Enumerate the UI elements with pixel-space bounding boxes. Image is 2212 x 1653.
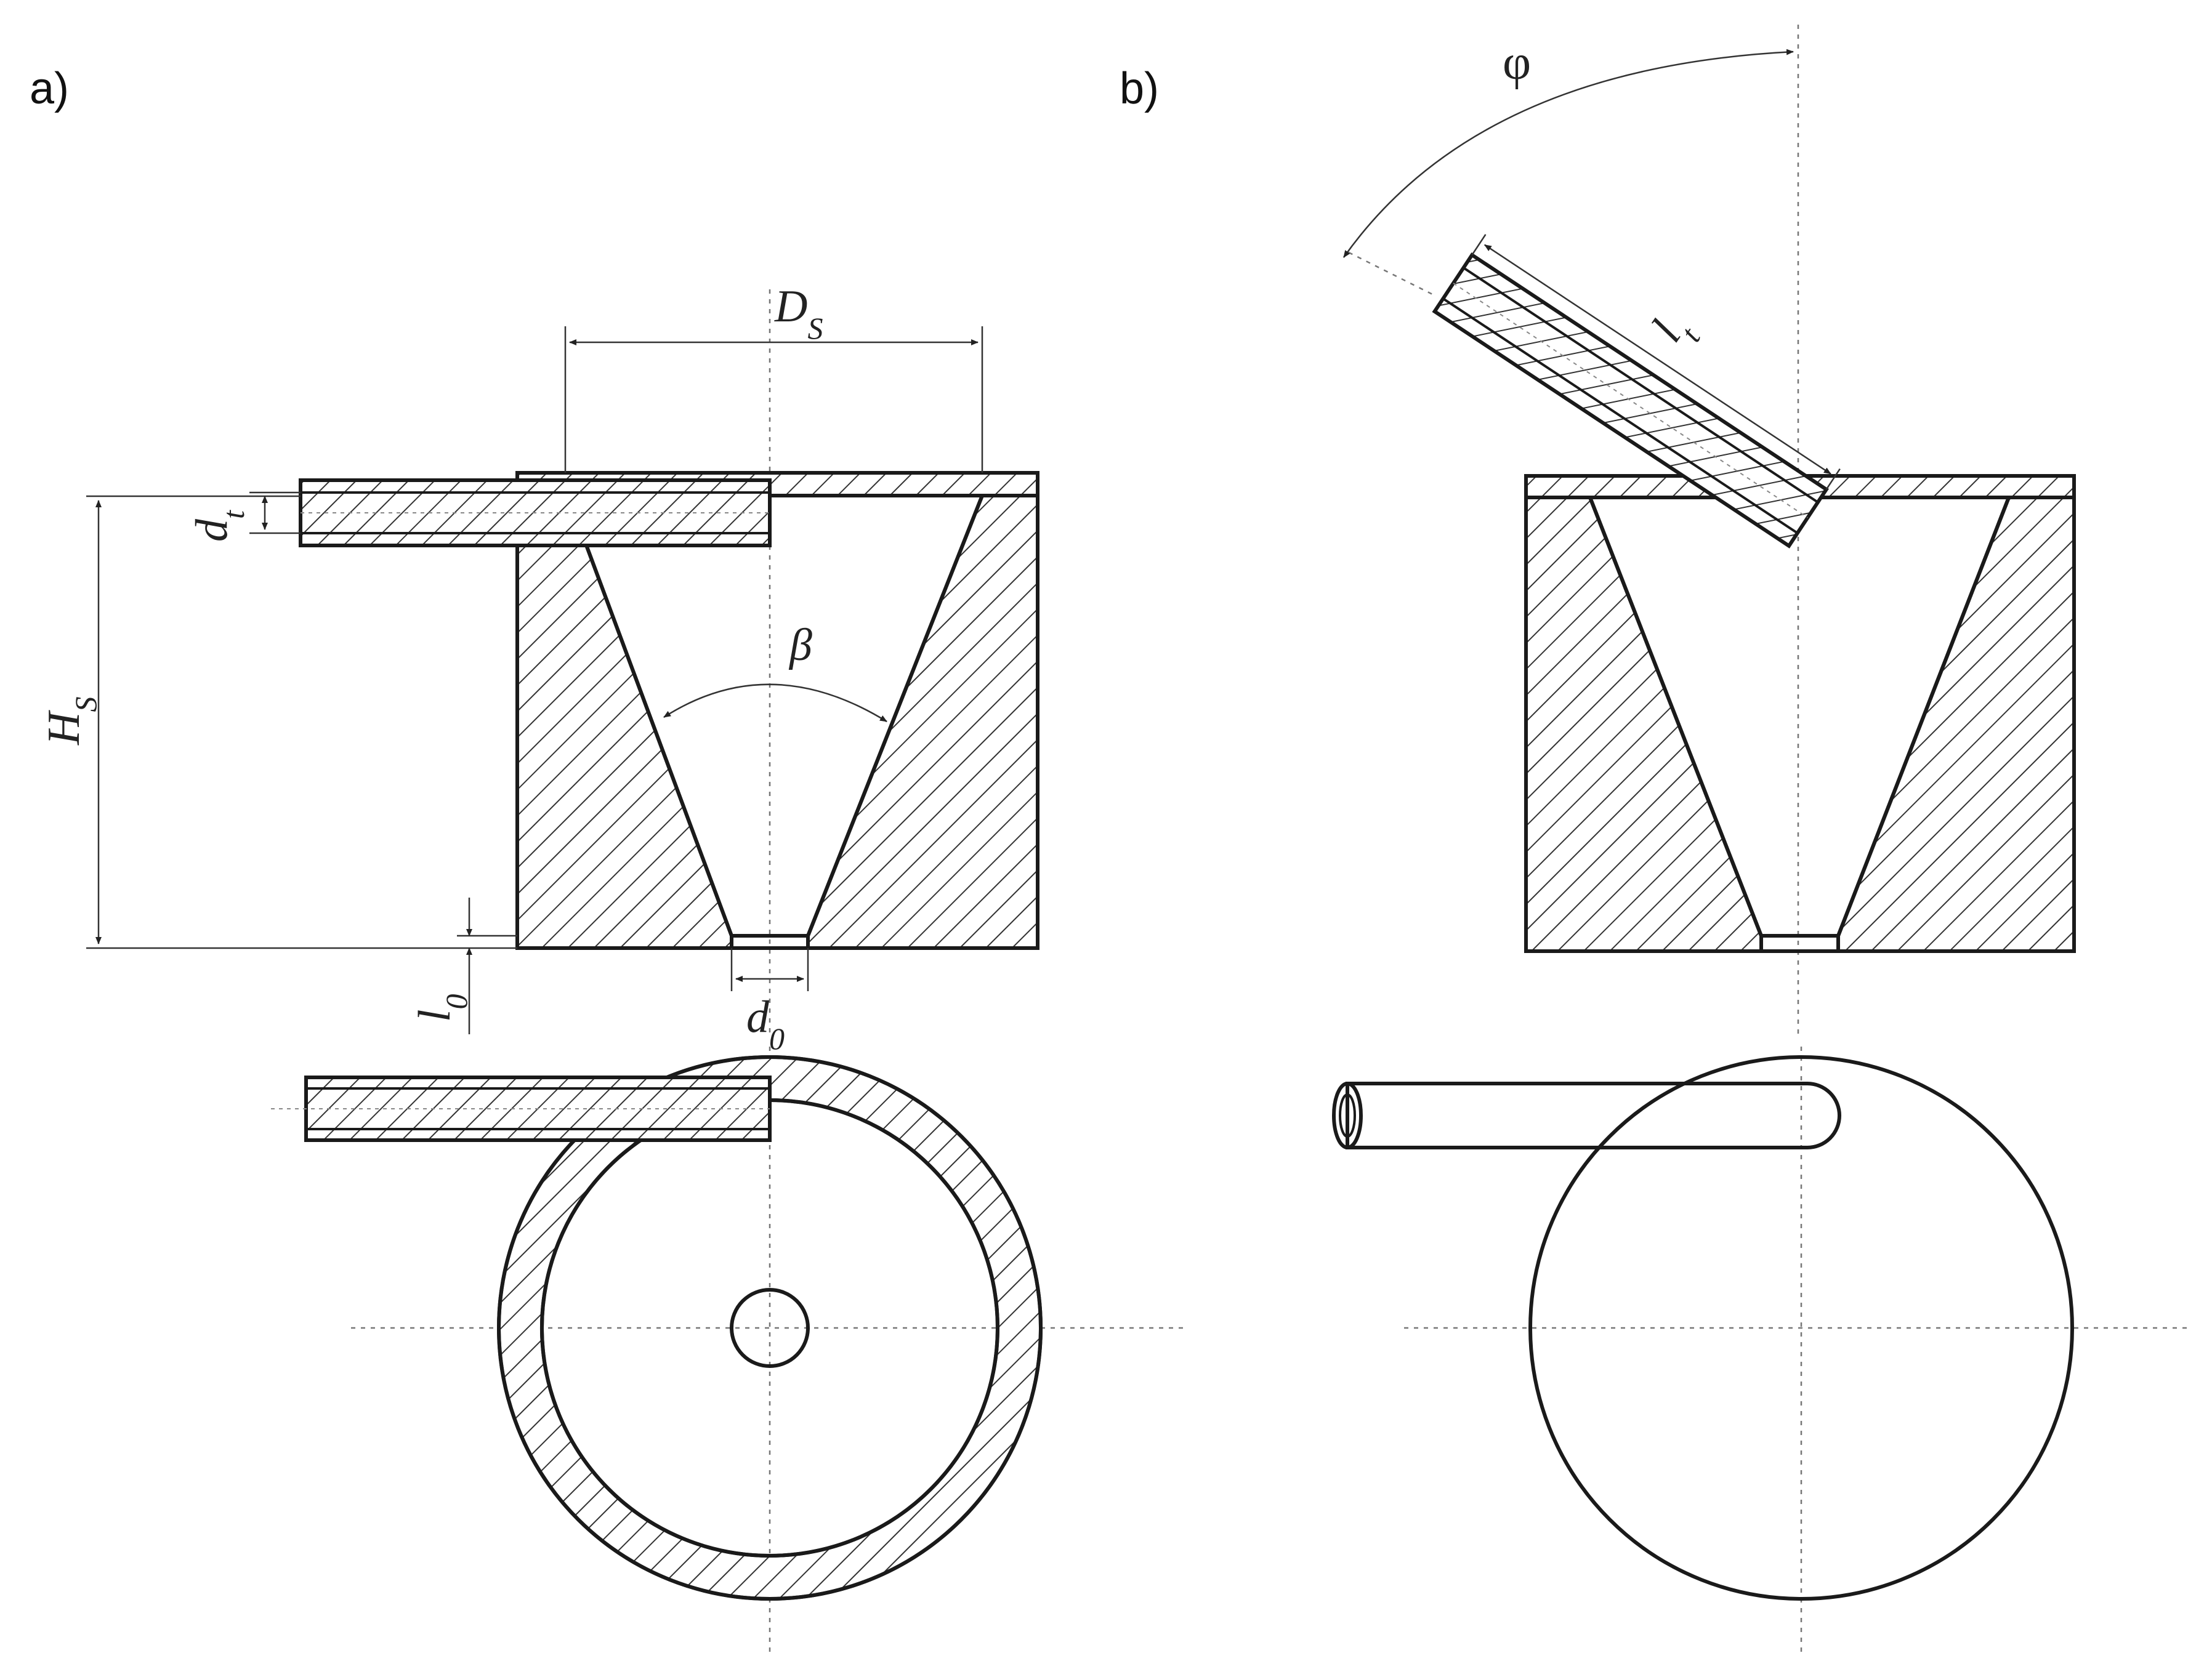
b-lt-ext-left (1471, 234, 1487, 255)
panel-b-top-view (1332, 1047, 2192, 1653)
a-hs-label: HS (39, 697, 103, 746)
b-inclined-centerline (1453, 283, 1808, 518)
b-cone-chamber (1588, 496, 2011, 937)
b-phi-label: φ (1503, 36, 1531, 90)
b-right-wall (1836, 496, 2076, 953)
a-l0-label: l0 (410, 994, 474, 1022)
a-right-wall (806, 494, 1039, 950)
a-ds-label: DS (774, 281, 823, 345)
a-beta-label: β (788, 620, 812, 670)
b-top-tube-end-outer (1332, 1082, 1363, 1149)
b-orifice (1759, 934, 1840, 953)
b-phi-axis (1348, 251, 1435, 297)
b-top-tube-body (1346, 1082, 1841, 1149)
b-top-body-circle (1528, 1055, 2074, 1601)
a-orifice (730, 934, 810, 950)
a-left-wall (515, 540, 733, 950)
panel-a-top-view (271, 1047, 1189, 1653)
a-d0-label: d0 (746, 992, 785, 1056)
panel-b-label: b) (1120, 64, 1159, 113)
b-top-tube-end-inner (1339, 1093, 1356, 1138)
a-beta-arc (663, 683, 887, 723)
a-top-outer-circle (497, 1055, 1043, 1601)
panel-a-label: a) (30, 64, 69, 113)
b-lt-label: lt (1642, 304, 1707, 358)
b-lt-ext-right (1825, 468, 1841, 490)
panel-b-side-section: φ lt (1342, 25, 2076, 1034)
a-dt-label: dt (187, 510, 251, 542)
b-inclined-tube (1432, 252, 1829, 549)
a-top-orifice-circle (730, 1288, 810, 1368)
b-lt-dimline (1483, 244, 1831, 475)
panel-a-side-section: DS HS dt β l0 d0 (39, 281, 1039, 1056)
b-phi-arc (1342, 49, 1794, 258)
b-left-wall (1524, 496, 1763, 953)
